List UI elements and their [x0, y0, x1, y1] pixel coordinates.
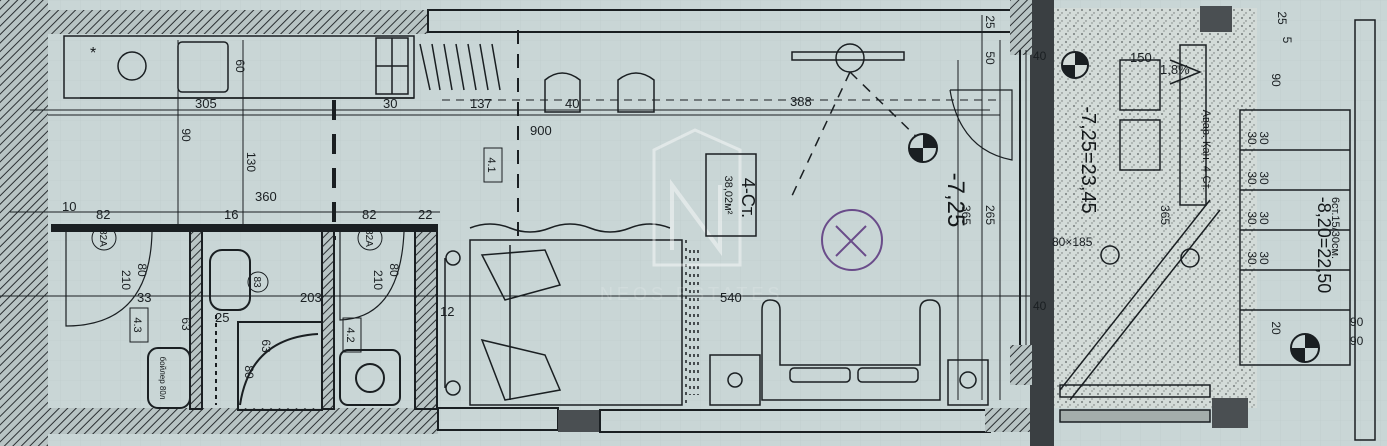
watermark-logo: NEOS ESTATES — [600, 128, 783, 304]
dim-388: 388 — [790, 94, 812, 109]
steps-label: 6ст.15/30см. — [1329, 197, 1341, 259]
dim-540: 540 — [720, 290, 742, 305]
v-365: 365 — [959, 205, 973, 225]
dim-203: 203 — [300, 290, 322, 305]
dim-25b: 25 — [1275, 11, 1289, 25]
mark-82b-circle — [357, 225, 383, 251]
zone-42: 4.2 — [344, 327, 356, 342]
mark-82b: 82А — [363, 229, 374, 247]
v-50: 50 — [983, 51, 997, 65]
mark-83-circle — [247, 271, 269, 293]
level-main: -7,25 — [942, 173, 969, 228]
level-markers — [908, 51, 1320, 363]
dim-90c: 90 — [1350, 334, 1364, 348]
dim-25a: 25 — [215, 310, 229, 325]
room-code: 4-Ст. — [738, 178, 758, 218]
dim-137: 137 — [470, 96, 492, 111]
dim-900: 900 — [530, 123, 552, 138]
appliance-star-icon: * — [90, 45, 96, 62]
dim-5: 5 — [1280, 37, 1294, 44]
step-30g: 30 — [1245, 211, 1259, 225]
step-30a: 30 — [1257, 131, 1271, 145]
dimension-texts: 305 30 137 40 388 900 360 10 82 16 82 22… — [62, 11, 1364, 379]
zone-43: 4.3 — [131, 317, 143, 332]
dim-360: 360 — [255, 189, 277, 204]
dim-80c: 80 — [242, 365, 256, 379]
column-bottom — [558, 410, 600, 432]
dashed-lines — [48, 30, 1000, 240]
step-30e: 30 — [1245, 131, 1259, 145]
wall-left — [0, 0, 48, 446]
v-40: 40 — [1033, 49, 1047, 63]
step-30c: 30 — [1257, 211, 1271, 225]
dim-22: 22 — [418, 207, 432, 222]
dim-40: 40 — [565, 96, 579, 111]
dim-80a: 80 — [135, 263, 149, 277]
dim-80185: 80×185 — [1052, 235, 1093, 249]
dim-80b: 80 — [387, 263, 401, 277]
v-90: 90 — [179, 128, 193, 142]
wall-pillar-bottom — [1010, 345, 1032, 385]
balcony-details — [1059, 44, 1351, 423]
dim-16: 16 — [224, 207, 238, 222]
v-130: 130 — [244, 152, 258, 172]
dim-63b: 63 — [259, 339, 273, 353]
v-25: 25 — [983, 15, 997, 29]
dim-82b: 82 — [362, 207, 376, 222]
mark-82a: 82А — [97, 229, 108, 247]
v-40b: 40 — [1033, 299, 1047, 313]
step-30f: 30 — [1245, 171, 1259, 185]
dim-150: 150 — [1130, 50, 1152, 65]
dim-33: 33 — [137, 290, 151, 305]
handrail-label: Авар. Кан. 4-Ст. — [1200, 110, 1212, 191]
dim-90b: 90 — [1350, 315, 1364, 329]
dim-305: 305 — [195, 96, 217, 111]
doors — [65, 89, 1013, 327]
wall-far-right — [1354, 19, 1376, 441]
chairs — [544, 72, 655, 113]
level-right: -8,20=22,50 — [1314, 197, 1334, 294]
zone-43-box — [129, 307, 149, 343]
dim-210b: 210 — [371, 270, 385, 290]
wall-bottom-left — [48, 408, 438, 434]
dim-20: 20 — [1269, 321, 1283, 335]
zone-41-box — [483, 147, 503, 183]
wall-right — [1030, 0, 1054, 446]
ceiling-light — [821, 209, 883, 271]
kitchen-counter — [63, 35, 501, 99]
dimension-lines — [0, 15, 1030, 400]
dim-82a: 82 — [96, 207, 110, 222]
dim-210a: 210 — [119, 270, 133, 290]
zone-41: 4.1 — [485, 157, 497, 172]
slope-label: 1,8% — [1160, 62, 1190, 77]
mark-82a-circle — [91, 225, 117, 251]
balcony-terrace — [1052, 8, 1257, 408]
room-label-box — [705, 153, 757, 237]
balcony-column-top — [1200, 6, 1232, 32]
dim-30: 30 — [383, 96, 397, 111]
boiler-label: бойлер 80л — [158, 357, 167, 400]
dim-12: 12 — [440, 304, 454, 319]
dim-365b: 365 — [1158, 205, 1172, 225]
bathroom — [51, 224, 438, 411]
wall-pillar-top — [1010, 0, 1032, 55]
dim-10: 10 — [62, 199, 76, 214]
v-265: 265 — [983, 205, 997, 225]
balcony-column-bottom — [1212, 398, 1248, 428]
watermark-text: NEOS ESTATES — [600, 284, 783, 304]
step-30b: 30 — [1257, 171, 1271, 185]
wall-top-left — [48, 10, 428, 34]
level-balcony: -7,25=23,45 — [1077, 106, 1099, 213]
v-60: 60 — [233, 59, 247, 73]
dim-90: 90 — [1269, 73, 1283, 87]
step-30h: 30 — [1245, 251, 1259, 265]
step-30d: 30 — [1257, 251, 1271, 265]
room-area: 38,02м² — [722, 176, 734, 215]
zone-42-box — [342, 317, 362, 353]
dim-63a: 63 — [179, 317, 193, 331]
mark-83: 83 — [251, 276, 262, 288]
